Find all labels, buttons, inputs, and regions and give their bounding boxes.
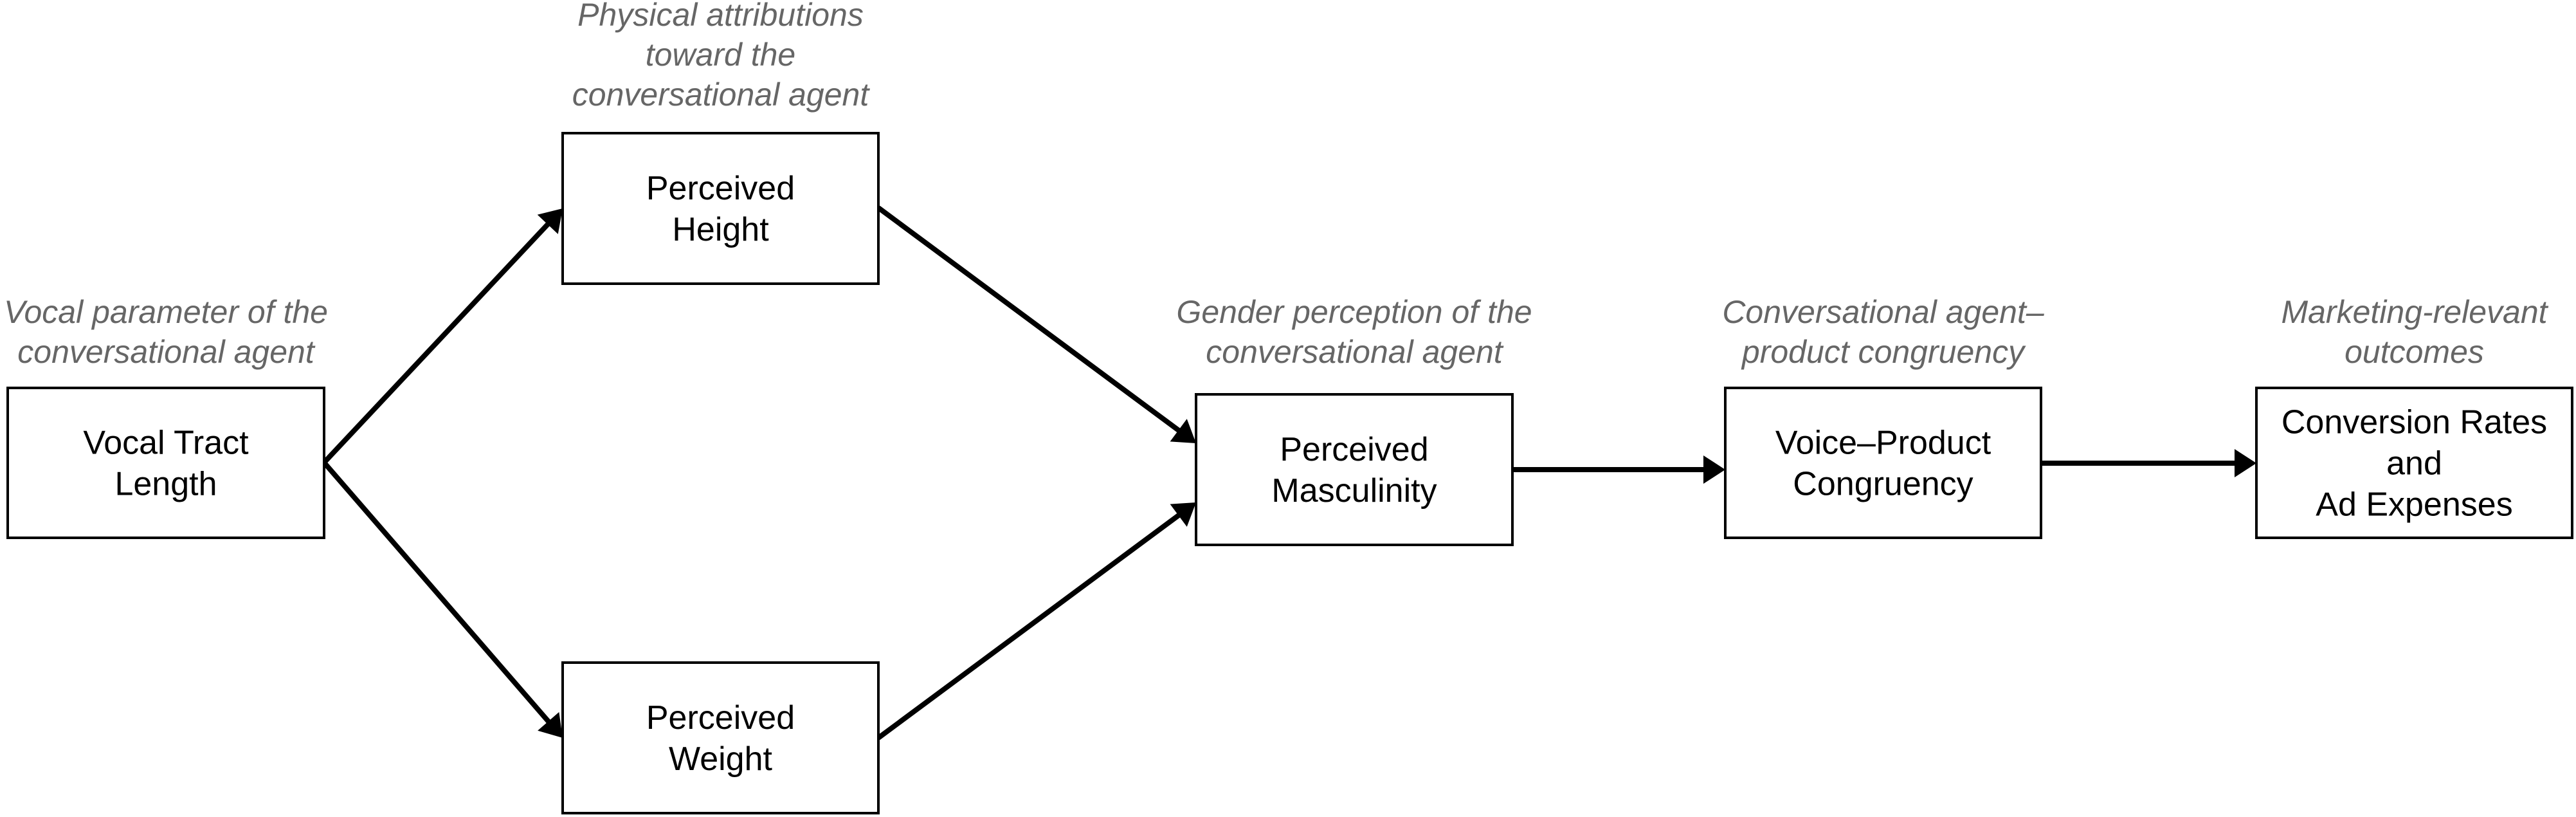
arrow-line [322, 461, 552, 725]
edges-layer [322, 205, 2256, 740]
node-caption: Vocal parameter of the conversational age… [4, 294, 328, 370]
arrow-line [322, 221, 552, 464]
node-label-line: Congruency [1793, 466, 1973, 503]
node-label-line: Height [672, 211, 769, 248]
node-caption: Conversational agent– product congruency [1722, 294, 2045, 370]
caption-line: Vocal parameter of the [4, 294, 328, 330]
arrowhead-icon [1170, 419, 1196, 443]
edge-vtl-to-height [322, 208, 563, 464]
arrow-line [876, 205, 1183, 434]
edge-vtl-to-weight [322, 461, 563, 738]
node-label-line: Length [114, 466, 217, 503]
node-caption: Marketing-relevant outcomes [2281, 294, 2548, 370]
node-box [1724, 387, 2042, 539]
node-box [561, 661, 880, 814]
node-box [561, 132, 880, 285]
node-label-line: Weight [669, 740, 772, 778]
node-box [1195, 393, 1514, 546]
edge-height-to-masculinity [876, 205, 1196, 443]
node-label-line: Voice–Product [1775, 425, 1991, 462]
caption-line: conversational agent [1206, 334, 1504, 370]
caption-line: Physical attributions [577, 0, 864, 33]
node-caption: Gender perception of the conversational a… [1176, 294, 1532, 370]
arrow-line [876, 511, 1183, 740]
edge-weight-to-masculinity [876, 502, 1196, 740]
node-box [6, 387, 325, 539]
node-outcomes: Conversion Rates and Ad Expenses Marketing-… [2255, 294, 2573, 539]
caption-line: toward the [646, 37, 795, 73]
node-label-line: Perceived [646, 170, 795, 207]
caption-line: conversational agent [17, 334, 316, 370]
node-label-line: Masculinity [1271, 472, 1437, 509]
node-label-line: Conversion Rates [2281, 404, 2547, 441]
caption-line: product congruency [1741, 334, 2026, 370]
node-caption: Physical attributions toward the conversat… [572, 0, 871, 113]
arrowhead-icon [538, 711, 563, 738]
node-label-line: Perceived [1280, 431, 1428, 468]
caption-line: Marketing-relevant [2281, 294, 2548, 330]
caption-line: outcomes [2345, 334, 2484, 370]
arrowhead-icon [1170, 502, 1196, 527]
edge-masculinity-to-congruency [1512, 455, 1725, 484]
arrowhead-icon [537, 208, 563, 234]
node-label-line: Ad Expenses [2316, 486, 2512, 524]
arrowhead-icon [1703, 455, 1725, 484]
node-label-line: Perceived [646, 699, 795, 737]
node-box [2255, 387, 2573, 539]
edge-congruency-to-outcomes [2041, 449, 2256, 477]
arrowhead-icon [2235, 449, 2256, 477]
caption-line: Gender perception of the [1176, 294, 1532, 330]
caption-line: conversational agent [572, 77, 871, 113]
node-label-line: Vocal Tract [83, 425, 249, 462]
caption-line: Conversational agent– [1722, 294, 2045, 330]
node-label-line: and [2386, 445, 2442, 482]
